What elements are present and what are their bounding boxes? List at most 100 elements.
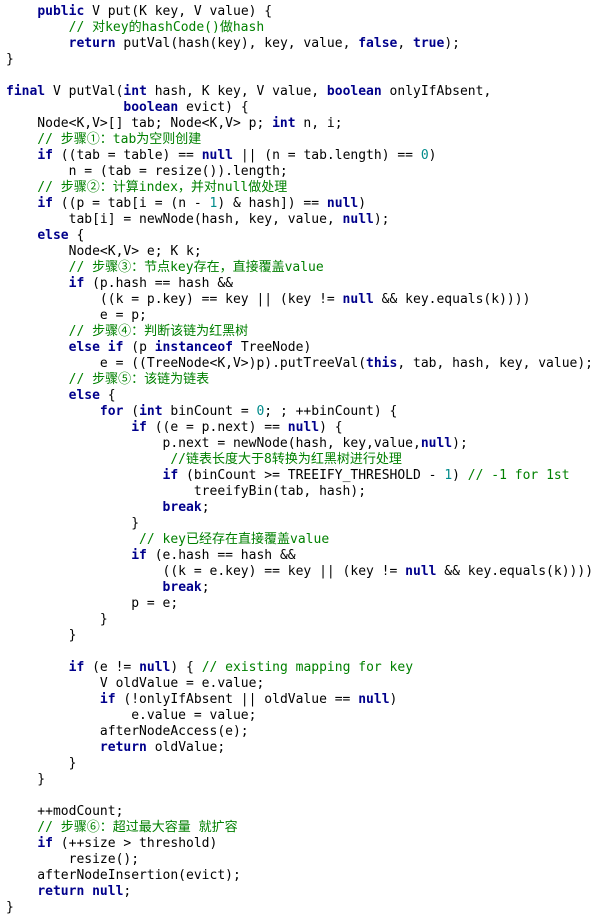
code-line: boolean evict) { [6,100,593,116]
code-comment: // 对key的hashCode()做hash [6,20,265,35]
code-text [6,884,37,899]
code-line: e = ((TreeNode<K,V>)p).putTreeVal(this, … [6,356,593,372]
code-text: ) [389,692,398,707]
code-line: if (e != null) { // existing mapping for… [6,660,593,676]
code-text: (p [123,340,155,355]
code-line: if (p.hash == hash && [6,276,593,292]
code-line: return null; [6,884,593,900]
code-text: ((k = e.key) == key || (key != [6,564,406,579]
code-text: tab[i] = newNode(hash, key, value, [6,212,343,227]
code-keyword: boolean [326,84,382,99]
code-text: && key.equals(k)))) [436,564,594,579]
code-text: resize(); [6,852,140,867]
code-keyword: for [99,404,124,419]
code-keyword: return [99,740,147,755]
code-text: } [6,756,77,771]
code-line: // 步骤④：判断该链为红黑树 [6,324,593,340]
code-keyword: if [99,692,116,707]
code-keyword: if [131,420,147,435]
code-line: resize(); [6,852,593,868]
code-text: TreeNode) [233,340,312,355]
code-line: return oldValue; [6,740,593,756]
code-text [6,660,69,675]
code-keyword: true [413,36,445,51]
code-keyword: if [162,468,179,483]
code-text [6,420,131,435]
code-text: ); [444,36,460,51]
code-line: n = (tab = resize()).length; [6,164,593,180]
code-text [6,276,69,291]
code-number: 1 [209,196,218,211]
code-keyword: null [342,292,374,307]
code-text: afterNodeAccess(e); [6,724,249,739]
code-line: final V putVal(int hash, K key, V value,… [6,84,593,100]
code-keyword: else [68,388,100,403]
code-text: (++size > threshold) [52,836,218,851]
code-text: oldValue; [146,740,226,755]
code-line: if ((e = p.next) == null) { [6,420,593,436]
code-line: // key已经存在直接覆盖value [6,532,593,548]
code-comment: // 步骤⑤：该链为链表 [6,372,210,387]
code-line: p = e; [6,596,593,612]
code-line: if ((p = tab[i = (n - 1) & hash]) == nul… [6,196,593,212]
code-text: } [6,52,14,67]
code-line: // 步骤①：tab为空则创建 [6,132,593,148]
code-text: (binCount >= TREEIFY_THRESHOLD - [178,468,445,483]
code-text: onlyIfAbsent, [381,84,492,99]
code-text: Node<K,V> e; K k; [6,244,202,259]
code-text: ((k = p.key) == key || (key != [6,292,343,307]
code-keyword: null [420,436,453,451]
code-text: (e != [84,660,140,675]
code-line: ((k = p.key) == key || (key != null && k… [6,292,593,308]
code-text: ; [201,500,210,515]
code-text: binCount = [162,404,257,419]
code-keyword: return [37,884,85,899]
code-text: ); [373,212,390,227]
code-text: ) { [170,660,202,675]
code-text: V put(K key, V value) { [84,4,273,19]
code-text: ) [452,468,468,483]
code-line: // 步骤②：计算index，并对null做处理 [6,180,593,196]
code-text [6,740,100,755]
code-line: // 步骤⑤：该链为链表 [6,372,593,388]
code-keyword: if [37,148,53,163]
code-line: } [6,612,593,628]
code-line: // 对key的hashCode()做hash [6,20,593,36]
code-text: ; [201,580,210,595]
code-text: hash, K key, V value, [146,84,327,99]
code-line: } [6,52,593,68]
code-line: public V put(K key, V value) { [6,4,593,20]
code-keyword: if [68,276,85,291]
code-comment: // 步骤③：节点key存在，直接覆盖value [6,260,324,275]
code-line: if (binCount >= TREEIFY_THRESHOLD - 1) /… [6,468,593,484]
code-keyword: null [139,660,171,675]
code-text: (!onlyIfAbsent || oldValue == [115,692,359,707]
code-line: Node<K,V>[] tab; Node<K,V> p; int n, i; [6,116,593,132]
code-keyword: break [162,500,202,515]
code-text: ; [123,884,132,899]
code-number: 0 [256,404,265,419]
code-text [84,884,92,899]
code-text [6,388,69,403]
code-text: ((tab = table) == [52,148,202,163]
code-keyword: instanceof [154,340,234,355]
code-text: ( [123,404,140,419]
code-text: n = (tab = resize()).length; [6,164,288,179]
code-line: for (int binCount = 0; ; ++binCount) { [6,404,593,420]
code-line: break; [6,580,593,596]
code-text: ) { [319,420,343,435]
code-text: } [6,612,108,627]
code-keyword: this [366,356,398,371]
code-line: // 步骤③：节点key存在，直接覆盖value [6,260,593,276]
code-line: // 步骤⑥：超过最大容量 就扩容 [6,820,593,836]
code-text [6,548,131,563]
code-line: else if (p instanceof TreeNode) [6,340,593,356]
code-text: p = e; [6,596,179,611]
code-keyword: public [37,4,85,19]
code-text: ((p = tab[i = (n - [52,196,210,211]
code-text: ((e = p.next) == [146,420,288,435]
code-text: { [68,228,85,243]
code-keyword: null [201,148,233,163]
code-comment: // 步骤②：计算index，并对null做处理 [6,180,288,195]
code-line: break; [6,500,593,516]
